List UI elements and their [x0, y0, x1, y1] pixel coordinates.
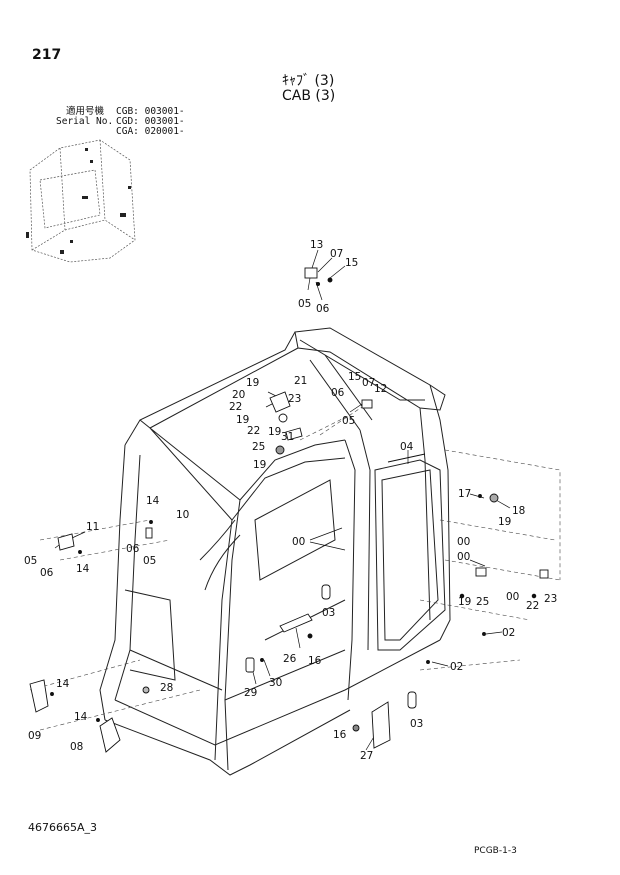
callout-10: 10	[176, 509, 189, 521]
callout-13: 13	[310, 239, 323, 251]
leader-dashed-lines	[29, 404, 561, 731]
callout-22: 22	[247, 425, 260, 437]
serial-range-cgd: CGD: 003001-	[116, 116, 185, 127]
page-title: CAB (3)	[282, 88, 336, 104]
part-shapes	[29, 267, 549, 753]
callout-19: 19	[458, 596, 471, 608]
callout-19: 19	[246, 377, 259, 389]
callout-30: 30	[269, 677, 282, 689]
cab-overview-thumbnail	[29, 139, 136, 263]
callout-20: 20	[232, 389, 245, 401]
callout-31: 31	[281, 431, 294, 443]
callout-12: 12	[374, 383, 387, 395]
callout-28: 28	[160, 682, 173, 694]
page-number: 217	[32, 47, 62, 63]
callout-14: 14	[76, 563, 90, 575]
callout-14: 14	[74, 711, 88, 723]
callout-19: 19	[253, 459, 266, 471]
page-title-japanese: ｷｬﾌﾞ (3)	[282, 73, 335, 89]
callout-26: 26	[283, 653, 297, 665]
callout-02: 02	[450, 661, 463, 673]
callout-00: 00	[292, 536, 305, 548]
callout-18: 18	[512, 505, 525, 517]
callout-00: 00	[457, 551, 470, 563]
callout-05: 05	[298, 298, 311, 310]
callout-09: 09	[28, 730, 41, 742]
callout-22: 22	[229, 401, 242, 413]
callout-19: 19	[498, 516, 511, 528]
callout-02: 02	[502, 627, 515, 639]
callout-06: 06	[40, 567, 54, 579]
callout-16: 16	[308, 655, 322, 667]
callout-05: 05	[143, 555, 156, 567]
callout-07: 07	[362, 377, 375, 389]
callout-08: 08	[70, 741, 83, 753]
callout-29: 29	[244, 687, 257, 699]
callout-06: 06	[331, 387, 345, 399]
serial-label-japanese: 適用号機	[66, 106, 105, 117]
cab-frame	[99, 327, 451, 776]
callout-labels: 13 07 15 05 06 15 07 06 12 05 19 21 20 2…	[24, 239, 557, 762]
callout-06: 06	[316, 303, 330, 315]
callout-00: 00	[457, 536, 470, 548]
callout-19: 19	[236, 414, 249, 426]
callout-14: 14	[146, 495, 160, 507]
callout-14: 14	[56, 678, 70, 690]
callout-07: 07	[330, 248, 343, 260]
callout-15: 15	[348, 371, 361, 383]
callout-25: 25	[252, 441, 265, 453]
callout-leaders	[54, 249, 511, 751]
thumbnail-part-marks	[26, 148, 131, 254]
callout-17: 17	[458, 488, 471, 500]
callout-16: 16	[333, 729, 347, 741]
page-code: PCGB-1-3	[474, 846, 517, 856]
callout-05: 05	[342, 415, 355, 427]
callout-05: 05	[24, 555, 37, 567]
callout-25: 25	[476, 596, 489, 608]
callout-23: 23	[288, 393, 301, 405]
serial-range-cgb: CGB: 003001-	[116, 106, 185, 117]
callout-22: 22	[526, 600, 539, 612]
callout-00: 00	[506, 591, 519, 603]
callout-21: 21	[294, 375, 307, 387]
callout-03: 03	[410, 718, 423, 730]
callout-27: 27	[360, 750, 373, 762]
callout-11: 11	[86, 521, 99, 533]
callout-04: 04	[400, 441, 414, 453]
serial-range-cga: CGA: 020001-	[116, 126, 185, 137]
callout-23: 23	[544, 593, 557, 605]
drawing-number: 4676665A_3	[28, 821, 98, 834]
callout-15: 15	[345, 257, 358, 269]
callout-19: 19	[268, 426, 281, 438]
serial-label: Serial No.	[56, 116, 114, 127]
callout-03: 03	[322, 607, 335, 619]
callout-06: 06	[126, 543, 140, 555]
